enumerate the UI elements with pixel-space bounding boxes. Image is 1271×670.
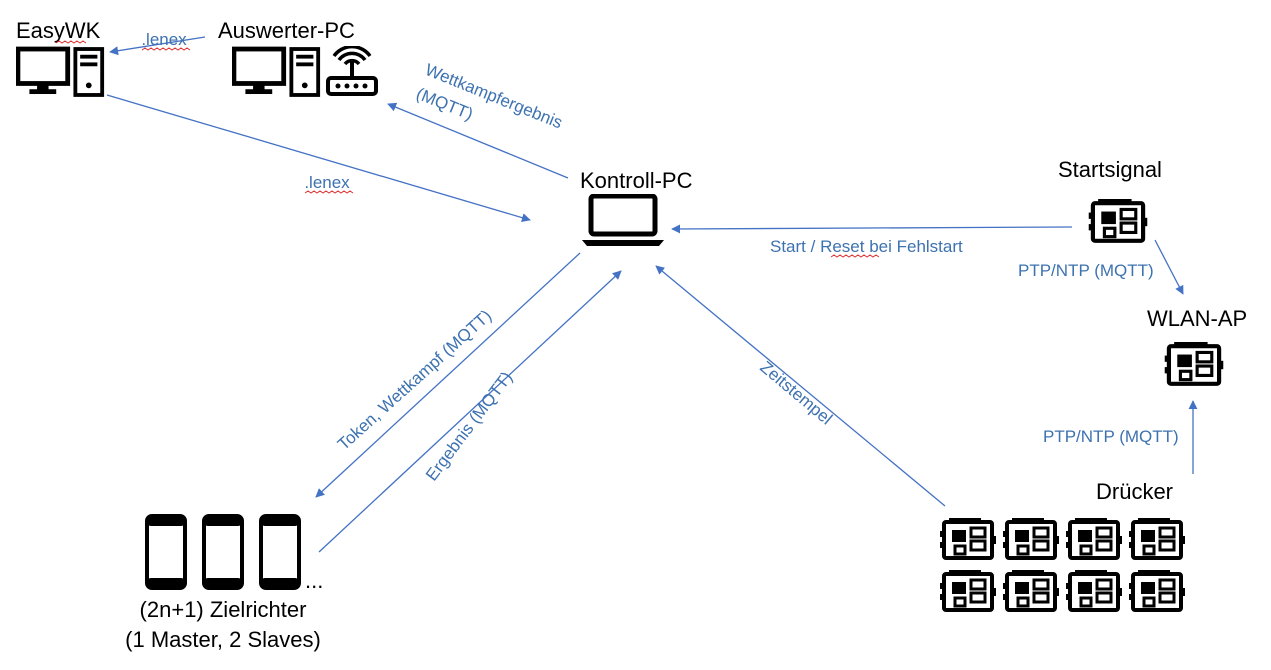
circuit-board-icon bbox=[1003, 570, 1059, 612]
node-label-zielrichter-detail: (1 Master, 2 Slaves) bbox=[125, 627, 321, 652]
edge-label-lenex-top: .lenex bbox=[141, 30, 187, 49]
node-label-startsignal: Startsignal bbox=[1058, 157, 1162, 182]
node-label-kontroll-pc: Kontroll-PC bbox=[580, 168, 693, 193]
circuit-board-icon bbox=[1165, 342, 1224, 384]
edge-kontroll-pc-to-auswerter bbox=[387, 102, 569, 179]
circuit-board-icon bbox=[1066, 518, 1122, 560]
desktop-pc-icon bbox=[18, 49, 102, 95]
node-label-druecker: Drücker bbox=[1096, 479, 1173, 504]
router-icon bbox=[326, 46, 378, 96]
node-startsignal: Startsignal bbox=[1058, 157, 1162, 241]
edge-kontroll-pc-to-zielrichter bbox=[315, 252, 581, 498]
edge-label-lenex-bottom: .lenex bbox=[304, 173, 350, 192]
edge-label-ptp-ntp-startsignal: PTP/NTP (MQTT) bbox=[1018, 261, 1154, 280]
edge-auswerter-to-easywk bbox=[109, 36, 206, 56]
laptop-icon bbox=[582, 196, 664, 246]
node-label-zielrichter: (2n+1) Zielrichter bbox=[140, 597, 307, 622]
smartphone-icon bbox=[145, 514, 187, 590]
node-auswerter-pc: Auswerter-PC bbox=[218, 18, 378, 96]
circuit-board-icon bbox=[1089, 199, 1148, 241]
circuit-board-icon bbox=[1003, 518, 1059, 560]
circuit-board-icon bbox=[940, 570, 996, 612]
spellcheck-underline bbox=[141, 47, 191, 51]
edge-druecker-to-kontroll-pc bbox=[655, 265, 946, 507]
circuit-board-icon bbox=[1129, 570, 1185, 612]
edge-startsignal-to-kontroll-pc bbox=[671, 224, 1073, 234]
spellcheck-underline bbox=[830, 254, 880, 258]
smartphone-icon bbox=[202, 514, 244, 590]
node-easywk: EasyWK bbox=[16, 18, 102, 95]
circuit-board-icon bbox=[1129, 518, 1185, 560]
spellcheck-underline bbox=[55, 40, 87, 44]
edge-zielrichter-to-kontroll-pc bbox=[318, 270, 622, 553]
node-label-easywk: EasyWK bbox=[16, 18, 101, 43]
edge-label-start-reset: Start / Reset bei Fehlstart bbox=[770, 237, 963, 256]
node-wlan-ap: WLAN-AP bbox=[1147, 306, 1247, 384]
druecker-board-grid bbox=[940, 518, 1185, 612]
smartphone-icon bbox=[259, 514, 301, 590]
edge-startsignal-to-wlan-ap bbox=[1154, 239, 1184, 295]
node-kontroll-pc: Kontroll-PC bbox=[580, 168, 693, 246]
edge-easywk-to-kontroll-pc bbox=[106, 94, 531, 223]
edge-label-zeitstempel: Zeitstempel bbox=[756, 358, 836, 429]
circuit-board-icon bbox=[940, 518, 996, 560]
desktop-pc-icon bbox=[234, 49, 318, 95]
node-zielrichter: ... (2n+1) Zielrichter (1 Master, 2 Slav… bbox=[125, 514, 323, 652]
node-druecker: Drücker bbox=[940, 479, 1185, 612]
edge-label-ptp-ntp-druecker: PTP/NTP (MQTT) bbox=[1043, 427, 1179, 446]
zielrichter-ellipsis: ... bbox=[305, 568, 323, 593]
node-label-wlan-ap: WLAN-AP bbox=[1147, 306, 1247, 331]
node-label-auswerter-pc: Auswerter-PC bbox=[218, 18, 355, 43]
spellcheck-underline bbox=[304, 190, 354, 194]
circuit-board-icon bbox=[1066, 570, 1122, 612]
